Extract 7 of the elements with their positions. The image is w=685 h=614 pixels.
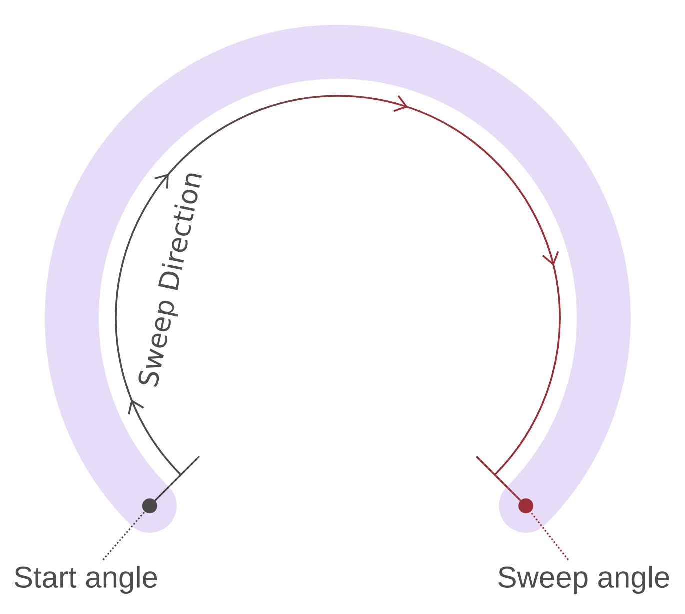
leader-line	[102, 511, 146, 561]
angle-label: Start angle	[14, 566, 158, 594]
angle-label: Sweep angle	[498, 566, 670, 594]
endpoint-dot	[518, 498, 534, 514]
arc-label: Sweep Direction	[138, 174, 202, 387]
endpoint-dot	[142, 498, 158, 514]
leader-line	[530, 512, 569, 561]
